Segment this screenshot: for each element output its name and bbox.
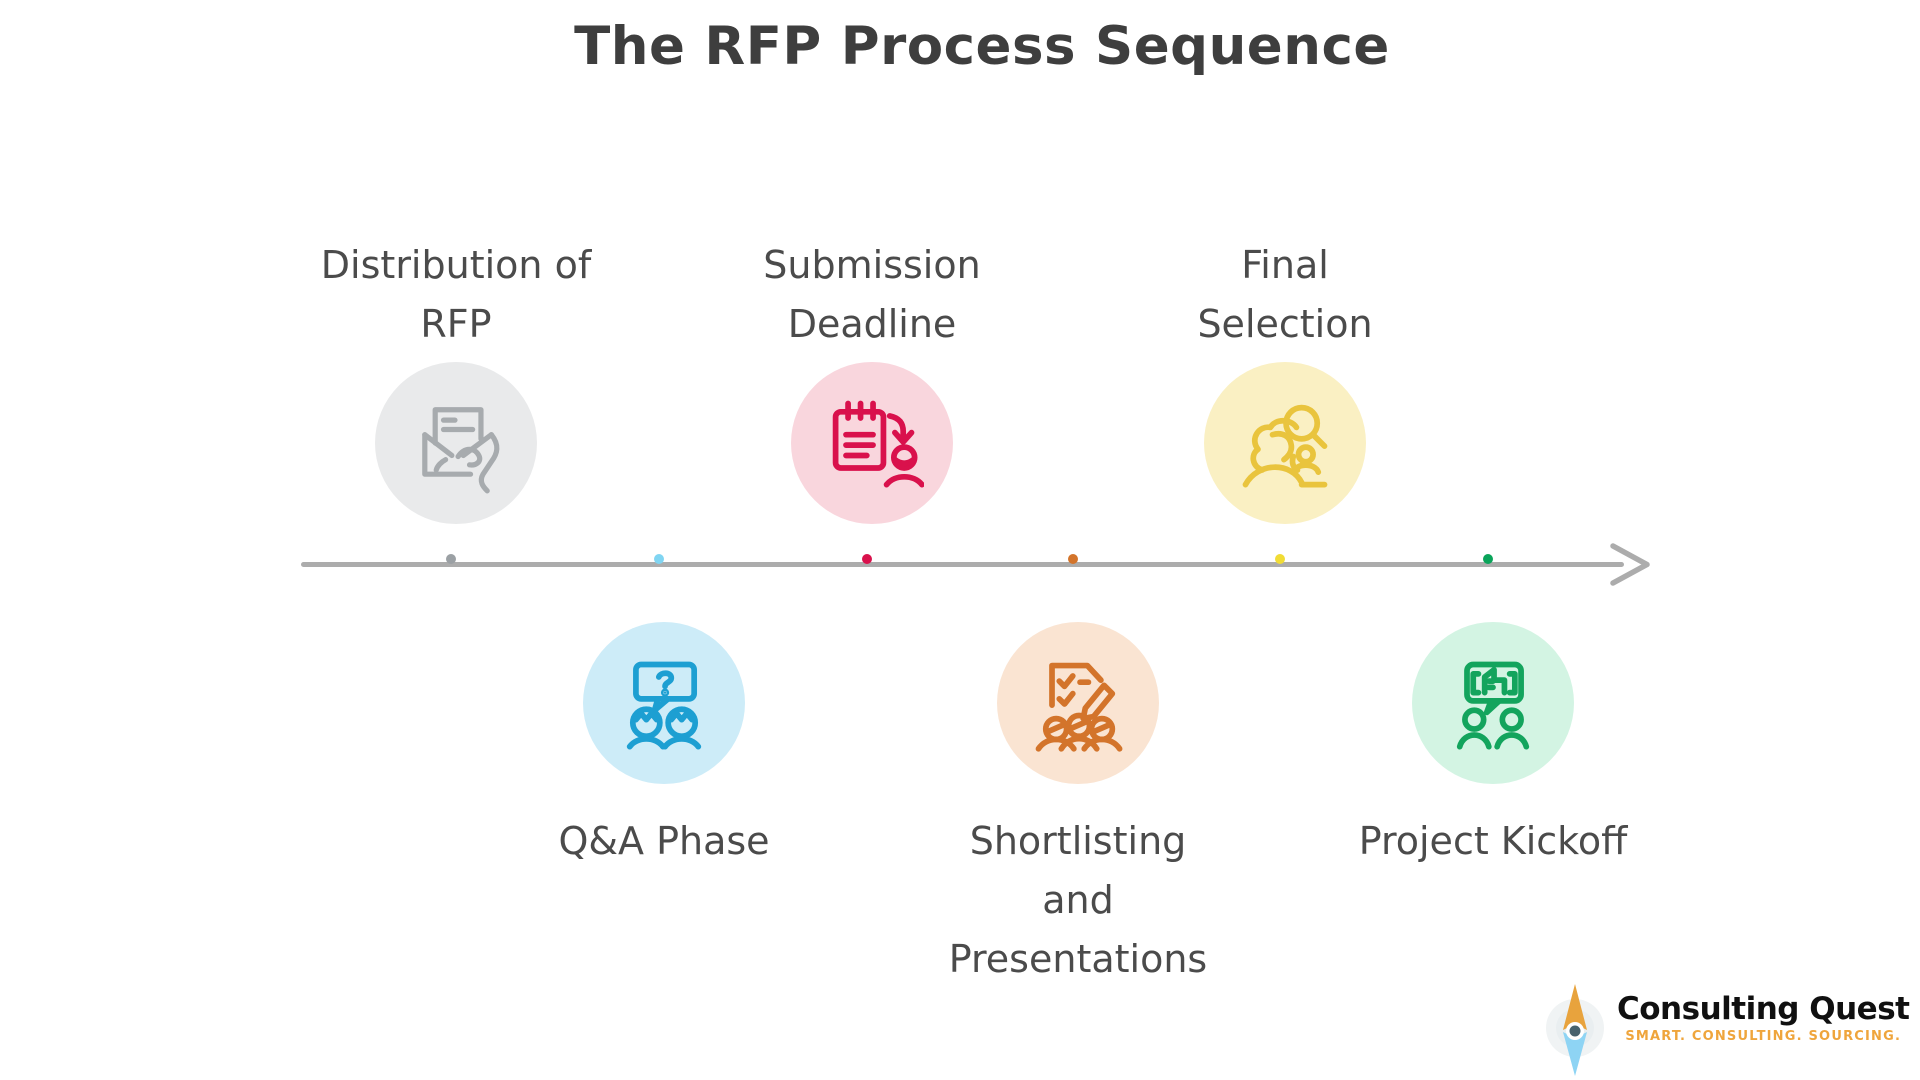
question-chat-people-icon — [626, 661, 702, 750]
envelope-in-hand-icon — [422, 407, 500, 494]
logo-text: Consulting Quest SMART. CONSULTING. SOUR… — [1617, 982, 1910, 1045]
step-label-qa-phase: Q&A Phase — [558, 819, 770, 863]
step-label-submission-deadline: Submission Deadline — [763, 243, 981, 346]
timeline-dot-submission — [862, 554, 872, 564]
candidate-magnifier-icon — [1242, 404, 1328, 488]
timeline-dot-kickoff — [1483, 554, 1493, 564]
timeline-line — [301, 562, 1624, 567]
timeline-dot-qa-phase — [654, 554, 664, 564]
logo-name: Consulting Quest — [1617, 991, 1910, 1027]
step-circle-qa-phase — [583, 622, 745, 784]
page-title: The RFP Process Sequence — [574, 16, 1390, 77]
step-label-final-selection: Final Selection — [1197, 243, 1373, 346]
checklist-pencil-people-icon — [1035, 662, 1123, 752]
step-circle-distribution-of-rfp — [375, 362, 537, 524]
notepad-deadline-person-icon — [832, 400, 924, 488]
timeline-dot-distribution — [446, 554, 456, 564]
timeline-dot-final-selection — [1275, 554, 1285, 564]
step-label-project-kickoff: Project Kickoff — [1358, 819, 1628, 863]
compass-icon — [1546, 984, 1604, 1076]
announcement-chat-people-icon — [1456, 661, 1530, 750]
consulting-quest-logo: Consulting Quest SMART. CONSULTING. SOUR… — [1545, 982, 1910, 1078]
step-label-distribution-of-rfp: Distribution of RFP — [320, 243, 592, 346]
step-circle-submission-deadline — [791, 362, 953, 524]
step-circle-project-kickoff — [1412, 622, 1574, 784]
timeline-dot-shortlisting — [1068, 554, 1078, 564]
logo-tagline: SMART. CONSULTING. SOURCING. — [1625, 1029, 1902, 1045]
timeline-arrowhead-icon — [1610, 543, 1650, 586]
step-label-shortlisting: Shortlisting and Presentations — [948, 819, 1208, 981]
step-circle-final-selection — [1204, 362, 1366, 524]
step-circle-shortlisting — [997, 622, 1159, 784]
